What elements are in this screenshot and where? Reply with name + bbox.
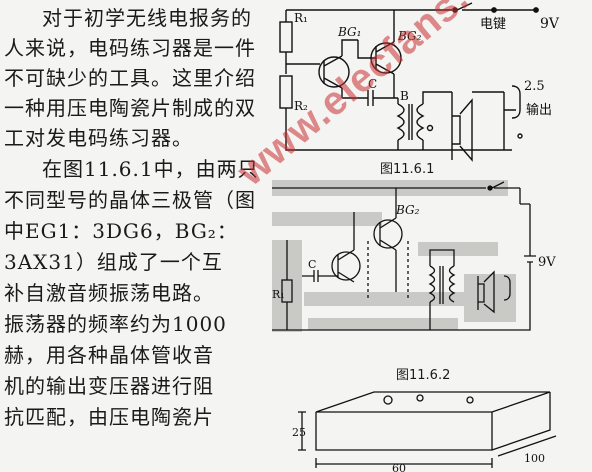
body-line-6: 在图11.6.1中，由两只 — [42, 157, 259, 181]
label-bg1: BG₁ — [337, 25, 361, 39]
body-line-13: 机的输出变压器进行阻 — [4, 374, 214, 398]
fig2-label-r: R₁ — [272, 288, 285, 301]
body-line-14: 抗匹配，由压电陶瓷片 — [4, 405, 214, 429]
body-text-column: 对于初学无线电报务的 人来说，电码练习器是一件 不可缺少的工具。这里介绍 一种用… — [0, 0, 268, 472]
figure-11-6-2: BG₂ R₁ C 9V 图11.6.2 — [268, 180, 590, 383]
dim-width: 100 — [524, 452, 545, 465]
body-line-3: 不可缺少的工具。这里介绍 — [4, 66, 256, 90]
body-line-5: 工对发电码练习器。 — [4, 126, 193, 150]
body-line-4: 一种用压电陶瓷片制成的双 — [4, 96, 256, 120]
body-line-12: 赫，用各种晶体管收音 — [4, 343, 214, 367]
box-drawing: 25 60 100 — [292, 391, 557, 472]
label-r1: R₁ — [294, 11, 308, 25]
body-line-10: 补自激音频振荡电路。 — [4, 281, 214, 305]
fig2-label-supply: 9V — [538, 255, 556, 270]
label-output: 输出 — [526, 102, 552, 118]
label-key: 电键 — [480, 17, 506, 32]
label-supply: 9V — [540, 16, 560, 32]
figure-11-6-1: R₁ R₂ BG₁ BG₂ C B 电键 9V 2.5 输出 图11.6.1 — [272, 0, 590, 177]
circuit-board-layout: BG₂ R₁ C 9V — [272, 180, 556, 332]
label-c: C — [368, 77, 377, 91]
label-bg2: BG₂ — [397, 29, 422, 43]
body-line-11: 振荡器的频率约为1000 — [4, 312, 227, 336]
label-r2: R₂ — [294, 99, 308, 113]
figure-1-caption: 图11.6.1 — [380, 162, 435, 177]
label-b: B — [400, 89, 409, 103]
dim-height: 25 — [292, 426, 306, 439]
body-line-9: 3AX31）组成了一个互 — [4, 250, 223, 274]
body-line-7: 不同型号的晶体三极管（图 — [4, 188, 256, 212]
figure-2-caption: 图11.6.2 — [396, 368, 451, 383]
fig2-label-c: C — [308, 258, 316, 271]
dim-length: 60 — [392, 462, 406, 472]
body-line-1: 对于初学无线电报务的 — [42, 6, 252, 30]
circuit-schematic-1: R₁ R₂ BG₁ BG₂ C B 电键 9V 2.5 输出 — [279, 2, 560, 162]
body-line-8: 中EG1：3DG6，BG₂： — [4, 219, 238, 243]
body-line-2: 人来说，电码练习器是一件 — [4, 36, 256, 60]
figure-enclosure-box: 25 60 100 — [292, 384, 590, 472]
fig2-label-bg2: BG₂ — [395, 203, 420, 217]
label-out-num: 2.5 — [524, 79, 545, 94]
